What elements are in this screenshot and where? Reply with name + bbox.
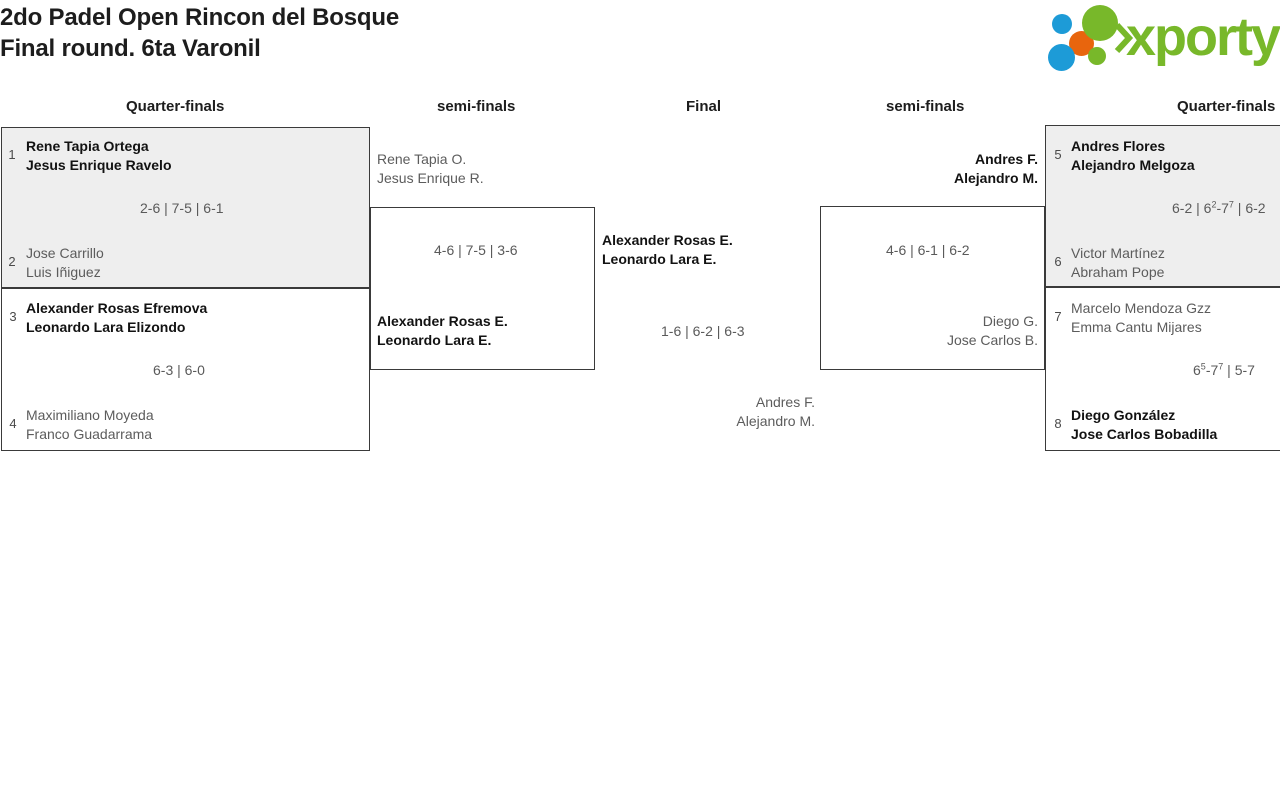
team-quarterfinal-1-bottom: Jose Carrillo Luis Iñiguez xyxy=(26,244,104,282)
seed-number: 4 xyxy=(9,416,17,431)
team-quarterfinal-2-top: Alexander Rosas Efremova Leonardo Lara E… xyxy=(26,299,207,337)
player-name: Alexander Rosas E. xyxy=(377,313,508,329)
score-quarterfinal-1: 2-6 | 7-5 | 6-1 xyxy=(140,200,224,216)
player-name: Victor Martínez xyxy=(1071,245,1165,261)
player-name: Andres Flores xyxy=(1071,138,1166,154)
player-name: Jesus Enrique R. xyxy=(377,170,484,186)
score-part: 6 xyxy=(1193,362,1201,378)
team-semifinal-2-bottom: Diego G. Jose Carlos B. xyxy=(838,312,1038,350)
player-name: Leonardo Lara Elizondo xyxy=(26,319,186,335)
match-box-quarterfinal-4[interactable] xyxy=(1045,287,1280,451)
player-name: Diego González xyxy=(1071,407,1176,423)
logo-dots xyxy=(1048,4,1124,71)
match-box-semifinal-2[interactable] xyxy=(820,206,1045,370)
team-quarterfinal-2-bottom: Maximiliano Moyeda Franco Guadarrama xyxy=(26,406,154,444)
seed-number: 6 xyxy=(1054,254,1062,269)
player-name: Jose Carlos B. xyxy=(946,332,1038,348)
score-final: 1-6 | 6-2 | 6-3 xyxy=(661,323,745,339)
team-semifinal-1-top: Rene Tapia O. Jesus Enrique R. xyxy=(377,150,484,188)
player-name: Alexander Rosas Efremova xyxy=(26,300,208,316)
team-quarterfinal-3-bottom: Victor Martínez Abraham Pope xyxy=(1071,244,1165,282)
round-header-final: Final xyxy=(686,98,722,115)
player-name: Emma Cantu Mijares xyxy=(1071,319,1202,335)
player-name: Rene Tapia O. xyxy=(377,151,467,167)
player-name: Alexander Rosas E. xyxy=(602,232,733,248)
score-quarterfinal-3: 6-2 | 62-77 | 6-2 xyxy=(1172,199,1266,218)
match-box-semifinal-1[interactable] xyxy=(370,207,595,370)
xporty-logo[interactable]: xporty xyxy=(1048,4,1280,71)
seed-number: 5 xyxy=(1054,147,1062,162)
player-name: Jose Carrillo xyxy=(26,245,104,261)
connector-sf2-right-edge xyxy=(1044,206,1045,370)
blue-large-dot-icon xyxy=(1048,44,1075,71)
round-header-semi-finals-right: semi-finals xyxy=(886,98,965,115)
tiebreak-points: 7 xyxy=(1218,361,1224,372)
team-quarterfinal-4-top: Marcelo Mendoza Gzz Emma Cantu Mijares xyxy=(1071,299,1211,337)
player-name: Leonardo Lara E. xyxy=(602,251,717,267)
team-semifinal-2-top: Andres F. Alejandro M. xyxy=(838,150,1038,188)
green-small-dot-icon xyxy=(1088,47,1106,65)
round-header-quarter-finals-right: Quarter-finals xyxy=(1177,98,1276,115)
score-semifinal-1: 4-6 | 7-5 | 3-6 xyxy=(434,242,518,258)
tournament-subtitle: Final round. 6ta Varonil xyxy=(0,35,261,62)
seed-number: 8 xyxy=(1054,416,1062,431)
player-name: Leonardo Lara E. xyxy=(377,332,492,348)
round-header-semi-finals-left: semi-finals xyxy=(437,98,516,115)
round-header-quarter-finals-left: Quarter-finals xyxy=(126,98,225,115)
score-quarterfinal-2: 6-3 | 6-0 xyxy=(153,362,205,378)
team-final-right: Andres F. Alejandro M. xyxy=(615,393,815,431)
player-name: Andres F. xyxy=(755,394,815,410)
score-quarterfinal-4: 65-77 | 5-7 xyxy=(1193,361,1255,380)
tiebreak-points: 5 xyxy=(1200,361,1206,372)
score-semifinal-2: 4-6 | 6-1 | 6-2 xyxy=(886,242,970,258)
player-name: Diego G. xyxy=(982,313,1038,329)
score-part: | 5-7 xyxy=(1223,362,1255,378)
player-name: Jesus Enrique Ravelo xyxy=(26,157,172,173)
player-name: Alejandro Melgoza xyxy=(1071,157,1195,173)
seed-number: 7 xyxy=(1054,309,1062,324)
tiebreak-points: 2 xyxy=(1211,199,1217,210)
player-name: Andres F. xyxy=(974,151,1038,167)
blue-small-dot-icon xyxy=(1052,14,1072,34)
page-title: 2do Padel Open Rincon del Bosque Final r… xyxy=(0,2,700,64)
player-name: Jose Carlos Bobadilla xyxy=(1071,426,1218,442)
score-part: 6-2 | 6 xyxy=(1172,200,1212,216)
tiebreak-points: 7 xyxy=(1228,199,1234,210)
player-name: Alejandro M. xyxy=(736,413,815,429)
score-part: | 6-2 xyxy=(1233,200,1266,216)
score-part: -7 xyxy=(1216,200,1229,216)
player-name: Alejandro M. xyxy=(953,170,1038,186)
match-box-quarterfinal-3[interactable] xyxy=(1045,125,1280,287)
player-name: Marcelo Mendoza Gzz xyxy=(1071,300,1212,316)
team-semifinal-1-bottom: Alexander Rosas E. Leonardo Lara E. xyxy=(377,312,508,350)
match-box-quarterfinal-2[interactable] xyxy=(1,288,370,451)
seed-number: 3 xyxy=(9,309,17,324)
seed-number: 1 xyxy=(8,147,16,162)
team-quarterfinal-4-bottom: Diego González Jose Carlos Bobadilla xyxy=(1071,406,1217,444)
team-quarterfinal-3-top: Andres Flores Alejandro Melgoza xyxy=(1071,137,1195,175)
green-large-dot-icon xyxy=(1082,5,1118,41)
seed-number: 2 xyxy=(8,254,16,269)
player-name: Maximiliano Moyeda xyxy=(26,407,154,423)
logo-wordmark: xporty xyxy=(1126,7,1280,67)
team-final-left: Alexander Rosas E. Leonardo Lara E. xyxy=(602,231,733,269)
connector-sf1-left-edge xyxy=(370,207,371,370)
player-name: Franco Guadarrama xyxy=(26,426,153,442)
player-name: Luis Iñiguez xyxy=(26,264,101,280)
player-name: Rene Tapia Ortega xyxy=(26,138,149,154)
match-box-quarterfinal-1[interactable] xyxy=(1,127,370,288)
score-part: -7 xyxy=(1205,362,1219,378)
team-quarterfinal-1-top: Rene Tapia Ortega Jesus Enrique Ravelo xyxy=(26,137,172,175)
tournament-name: 2do Padel Open Rincon del Bosque xyxy=(0,4,399,31)
player-name: Abraham Pope xyxy=(1071,264,1165,280)
chevron-right-icon xyxy=(1114,22,1134,54)
